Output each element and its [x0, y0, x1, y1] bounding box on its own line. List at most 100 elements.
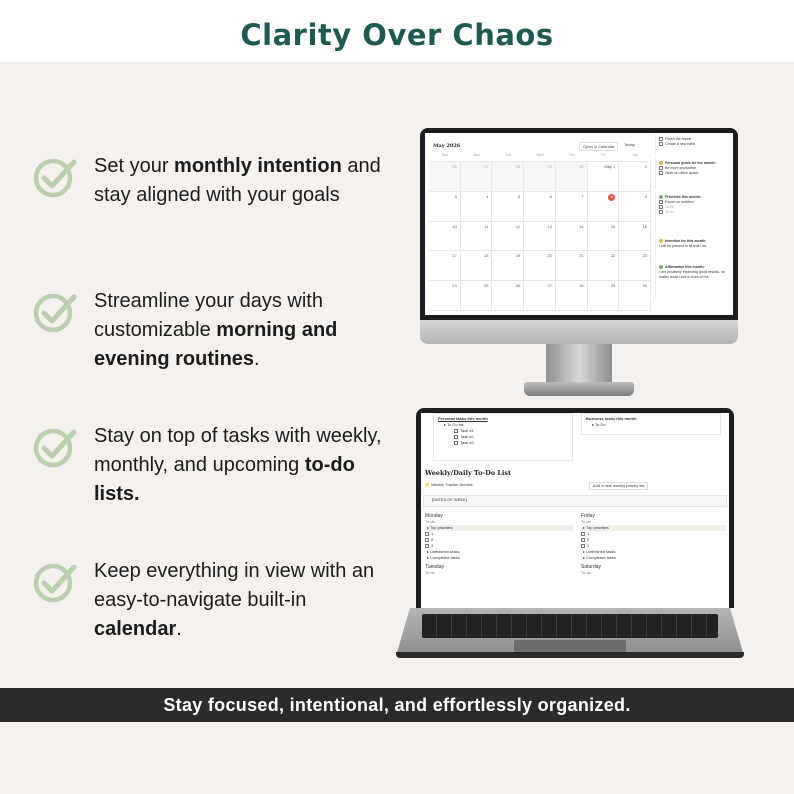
calendar-day-number: 5 — [517, 193, 521, 199]
priorities-card: Priorities this month: Focus on nutritio… — [655, 193, 731, 233]
calendar-day-cell[interactable]: 30 — [619, 281, 651, 311]
checkbox[interactable] — [425, 531, 429, 536]
calendar-day-cell[interactable]: 12 — [492, 221, 525, 252]
calendar-day-cell[interactable]: 8 — [587, 191, 620, 222]
calendar-day-cell[interactable]: 21 — [555, 251, 588, 282]
calendar-day-cell[interactable]: 10 — [429, 221, 461, 252]
checkbox[interactable] — [454, 440, 458, 445]
weekday-label: Sun — [441, 153, 448, 157]
tagline-banner: Stay focused, intentional, and effortles… — [0, 688, 794, 722]
calendar-day-number: 6 — [549, 193, 552, 199]
calendar-day-cell[interactable]: 29 — [587, 281, 620, 311]
day-column-monday: Monday To do ▸ Top priorities 1 2 3 ▸ Un… — [425, 513, 573, 576]
checkbox[interactable] — [454, 434, 458, 439]
feature-text: Keep everything in view with an easy-to-… — [94, 560, 375, 640]
checkbox[interactable] — [659, 142, 663, 147]
calendar-day-number: 20 — [547, 253, 552, 259]
calendar-day-cell[interactable]: May 1 — [587, 162, 620, 192]
calendar-day-cell[interactable]: 13 — [524, 221, 556, 252]
calendar-day-cell[interactable]: 11 — [460, 221, 493, 252]
calendar-day-cell[interactable]: 27 — [524, 281, 556, 311]
calendar-day-cell[interactable]: 19 — [492, 251, 525, 282]
calendar-day-number: 18 — [483, 253, 489, 259]
calendar-day-cell[interactable]: 28 — [555, 281, 588, 311]
calendar-day-cell[interactable]: 9 — [619, 191, 651, 222]
calendar-day-number: 16 — [642, 223, 647, 229]
calendar-day-number: 3 — [454, 193, 457, 199]
checkmark-circle-icon — [33, 293, 77, 333]
business-tasks-card: Business tasks this month ▸ To Do — [581, 413, 721, 435]
today-button[interactable]: Today — [624, 142, 635, 147]
calendar-day-cell[interactable]: 29 — [524, 162, 556, 192]
calendar-day-number: 28 — [579, 283, 584, 289]
checkbox[interactable] — [425, 537, 429, 542]
calendar-day-number: 12 — [515, 223, 521, 229]
calendar-day-number: 30 — [642, 283, 647, 289]
checkbox[interactable] — [659, 205, 663, 210]
tagline-text: Stay focused, intentional, and effortles… — [163, 695, 631, 715]
laptop-keyboard — [422, 614, 718, 638]
calendar-day-cell[interactable]: 17 — [429, 251, 461, 282]
checkmark-circle-icon — [33, 158, 77, 198]
add-priority-button[interactable]: Add a new weekly priority list — [589, 482, 649, 490]
calendar-day-cell[interactable]: 23 — [619, 251, 651, 282]
calendar-day-cell[interactable]: 22 — [587, 251, 620, 282]
checkbox[interactable] — [425, 543, 429, 548]
calendar-day-number: 2 — [644, 164, 647, 169]
checkbox[interactable] — [581, 531, 585, 536]
checkmark-circle-icon — [33, 428, 77, 468]
checkbox[interactable] — [659, 137, 663, 142]
calendar-day-cell[interactable]: 25 — [460, 281, 493, 311]
calendar-day-cell[interactable]: 20 — [524, 251, 556, 282]
calendar-day-cell[interactable]: 28 — [492, 162, 525, 192]
leaf-icon — [659, 265, 663, 270]
monitor-foot — [524, 382, 634, 396]
calendar-day-number: 26 — [452, 164, 457, 169]
checkbox[interactable] — [454, 428, 458, 433]
calendar-day-number: 11 — [484, 223, 489, 229]
checkmark-circle-icon — [33, 563, 77, 603]
calendar-day-number: 21 — [579, 253, 584, 259]
calendar: May 2026 Open in Calendar Today Sun Mon … — [429, 139, 651, 315]
calendar-day-cell[interactable]: 26 — [492, 281, 525, 311]
feature-text: Stay on top of tasks with weekly, monthl… — [94, 425, 382, 505]
calendar-day-cell[interactable]: 16 — [619, 221, 651, 252]
weekday-label: Tue — [505, 153, 512, 157]
monitor-screen: May 2026 Open in Calendar Today Sun Mon … — [425, 133, 733, 315]
checkbox[interactable] — [659, 200, 663, 205]
open-in-calendar-button[interactable]: Open in Calendar — [579, 142, 619, 151]
checkbox[interactable] — [659, 210, 663, 215]
tracker-link[interactable]: 📁 Weekly Tracker Archive — [425, 482, 473, 487]
calendar-day-cell[interactable]: 30 — [555, 162, 588, 192]
calendar-day-cell[interactable]: 4 — [460, 191, 493, 222]
calendar-day-number: 15 — [610, 223, 616, 229]
calendar-month: May 2026 — [433, 143, 461, 149]
affirmation-card: Affirmation this month: I am positively … — [655, 263, 731, 299]
laptop-mockup: Personal tasks this month ▸ To Do list T… — [396, 408, 744, 658]
personal-tasks-card: Personal tasks this month ▸ To Do list T… — [433, 413, 573, 461]
calendar-sidebar: Finish the report Create a new habit Per… — [655, 135, 731, 313]
calendar-day-cell[interactable]: 6 — [524, 191, 556, 222]
calendar-day-cell[interactable]: 3 — [429, 191, 461, 222]
calendar-day-cell[interactable]: 24 — [429, 281, 461, 311]
sun-icon — [659, 239, 663, 244]
calendar-day-cell[interactable]: 26 — [429, 162, 461, 192]
calendar-day-cell[interactable]: 15 — [587, 221, 620, 252]
checkbox[interactable] — [581, 537, 585, 542]
calendar-day-cell[interactable]: 5 — [492, 191, 525, 222]
calendar-day-number: 28 — [515, 164, 521, 169]
calendar-day-cell[interactable]: 7 — [555, 191, 588, 222]
laptop-trackpad — [514, 640, 626, 652]
calendar-day-number: 7 — [581, 193, 584, 199]
calendar-day-cell[interactable]: 27 — [460, 162, 493, 192]
calendar-day-cell[interactable]: 2 — [619, 162, 651, 192]
calendar-day-cell[interactable]: 18 — [460, 251, 493, 282]
checkbox[interactable] — [659, 166, 663, 171]
calendar-day-cell[interactable]: 14 — [555, 221, 588, 252]
calendar-day-number: 25 — [483, 283, 489, 289]
feature-text: Set your monthly intention and stay alig… — [94, 155, 381, 206]
monitor-mockup: May 2026 Open in Calendar Today Sun Mon … — [420, 128, 738, 398]
checkbox[interactable] — [581, 543, 585, 548]
checkbox[interactable] — [659, 171, 663, 176]
